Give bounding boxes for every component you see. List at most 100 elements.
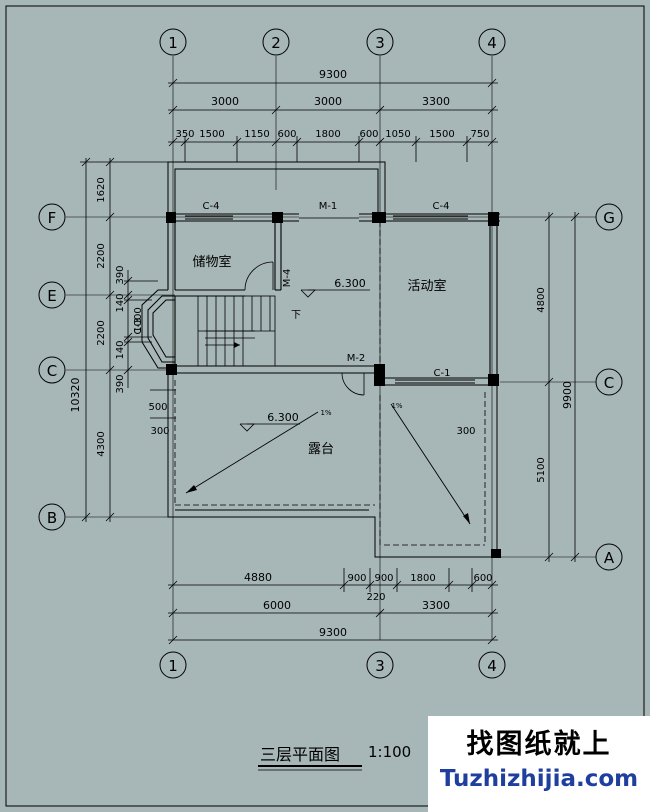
axis-bubble-top-4 bbox=[478, 28, 506, 56]
room-terrace: 露台 bbox=[308, 442, 334, 457]
dim-left-stair-2: 140 bbox=[115, 293, 126, 312]
axis-bubble-top-1 bbox=[159, 28, 187, 56]
axis-bubble-bottom-4 bbox=[478, 651, 506, 679]
stair-bay-window bbox=[141, 289, 175, 369]
terrace-parapet bbox=[167, 373, 498, 558]
dim-left-span-4: 4300 bbox=[96, 431, 107, 456]
east-wall bbox=[489, 221, 498, 382]
door-m2-label: M-2 bbox=[347, 353, 366, 364]
dim-left-span-1: 1620 bbox=[96, 177, 107, 202]
dim-top-detail-6: 600 bbox=[359, 129, 378, 140]
axis-label-left-F: F bbox=[48, 209, 57, 227]
dim-bottom-row2-1: 6000 bbox=[263, 599, 291, 612]
axis-label-top-1: 1 bbox=[168, 34, 178, 52]
window-c1-label: C-1 bbox=[434, 368, 451, 379]
axis-bubble-bottom-3 bbox=[366, 651, 394, 679]
room-storage: 储物室 bbox=[192, 254, 231, 270]
dim-top-span-3: 3300 bbox=[422, 95, 450, 108]
axis-label-right-A: A bbox=[604, 549, 615, 567]
dim-right-total: 9900 bbox=[561, 381, 574, 409]
axis-label-bottom-4: 4 bbox=[487, 657, 497, 675]
axis-bubble-left-C bbox=[38, 356, 66, 384]
dim-right-small: 300 bbox=[456, 426, 475, 437]
dim-left-span-2: 2200 bbox=[96, 243, 107, 268]
level-label-top: 6.300 bbox=[334, 277, 366, 290]
door-m1-label: M-1 bbox=[319, 201, 338, 212]
dim-top-total: 9300 bbox=[319, 68, 347, 81]
axis-bubble-top-3 bbox=[366, 28, 394, 56]
dim-right-span-1: 4800 bbox=[536, 287, 547, 312]
axis-label-top-4: 4 bbox=[487, 34, 497, 52]
dim-left-stair-5: 390 bbox=[115, 374, 126, 393]
dim-bottom-row1-5: 600 bbox=[473, 573, 492, 584]
dim-left-stair-4: 140 bbox=[115, 340, 126, 359]
axis-bubble-bottom-1 bbox=[159, 651, 187, 679]
level-label-terrace: 6.300 bbox=[267, 411, 299, 424]
dims-right-lines bbox=[544, 212, 580, 562]
slope-arrows bbox=[185, 403, 471, 525]
dims-bottom-lines bbox=[168, 568, 498, 645]
dim-top-detail-5: 1800 bbox=[315, 129, 340, 140]
dim-bottom-row1-4: 1800 bbox=[410, 573, 435, 584]
dim-left-span-3: 2200 bbox=[96, 320, 107, 345]
level-markers bbox=[239, 289, 370, 432]
dim-left-small-2: 300 bbox=[150, 426, 169, 437]
axis-bubble-left-B bbox=[38, 503, 66, 531]
dashed-lines bbox=[174, 221, 486, 546]
dim-left-small-1: 500 bbox=[148, 402, 167, 413]
dim-bottom-row1-3: 900 bbox=[374, 573, 393, 584]
axis-bubble-left-E bbox=[38, 281, 66, 309]
axis-label-left-B: B bbox=[47, 509, 57, 527]
door-m2-swing bbox=[341, 372, 365, 396]
axis-label-left-E: E bbox=[47, 287, 56, 305]
south-wall-east bbox=[384, 377, 497, 386]
slope-label-b: 1% bbox=[391, 402, 402, 410]
axis-label-left-C: C bbox=[47, 362, 57, 380]
room-activity: 活动室 bbox=[407, 278, 446, 294]
axis-label-right-G: G bbox=[603, 209, 615, 227]
axis-bubble-left-F bbox=[38, 203, 66, 231]
axis-label-right-C: C bbox=[604, 374, 614, 392]
door-m4-swing bbox=[244, 261, 274, 291]
slope-label-a: 1% bbox=[320, 409, 331, 417]
window-c4-right-label: C-4 bbox=[433, 201, 450, 212]
axis-label-top-3: 3 bbox=[375, 34, 385, 52]
axis-label-top-2: 2 bbox=[271, 34, 281, 52]
axis-bubble-right-C bbox=[595, 368, 623, 396]
stairs bbox=[197, 295, 276, 367]
dim-top-detail-3: 1150 bbox=[244, 129, 269, 140]
dim-bottom-row1-1: 4880 bbox=[244, 571, 272, 584]
axis-label-bottom-1: 1 bbox=[168, 657, 178, 675]
door-m1-gap bbox=[299, 213, 359, 222]
dims-top-lines bbox=[168, 78, 498, 162]
drawing-scale: 1:100 bbox=[368, 743, 412, 761]
dim-top-detail-9: 750 bbox=[470, 129, 489, 140]
dim-bottom-total: 9300 bbox=[319, 626, 347, 639]
dim-bottom-offset: 220 bbox=[366, 592, 385, 603]
dim-bottom-row1-2: 900 bbox=[347, 573, 366, 584]
dim-left-stair-1: 390 bbox=[115, 265, 126, 284]
axis-bubble-right-G bbox=[595, 203, 623, 231]
dim-right-span-2: 5100 bbox=[536, 457, 547, 482]
watermark-chinese-text: 找图纸就上 bbox=[466, 729, 612, 760]
door-m4-label: M-4 bbox=[282, 269, 293, 288]
drawing-title: 三层平面图 bbox=[260, 745, 341, 764]
dim-top-detail-1: 350 bbox=[175, 129, 194, 140]
dim-top-span-2: 3000 bbox=[314, 95, 342, 108]
dim-top-span-1: 3000 bbox=[211, 95, 239, 108]
dim-top-detail-7: 1050 bbox=[385, 129, 410, 140]
dim-top-detail-2: 1500 bbox=[199, 129, 224, 140]
axis-bubble-right-A bbox=[595, 543, 623, 571]
window-c3-label: C-3 bbox=[133, 318, 144, 335]
dim-top-detail-8: 1500 bbox=[429, 129, 454, 140]
dims-left-lines bbox=[80, 157, 176, 522]
columns bbox=[166, 212, 501, 558]
dim-left-stair-3: 1000 bbox=[133, 307, 144, 332]
dim-bottom-row2-2: 3300 bbox=[422, 599, 450, 612]
watermark-url: Tuzhizhijia.com bbox=[439, 766, 639, 792]
axis-label-bottom-3: 3 bbox=[375, 657, 385, 675]
dim-top-detail-4: 600 bbox=[277, 129, 296, 140]
dim-left-total: 10320 bbox=[69, 378, 82, 413]
